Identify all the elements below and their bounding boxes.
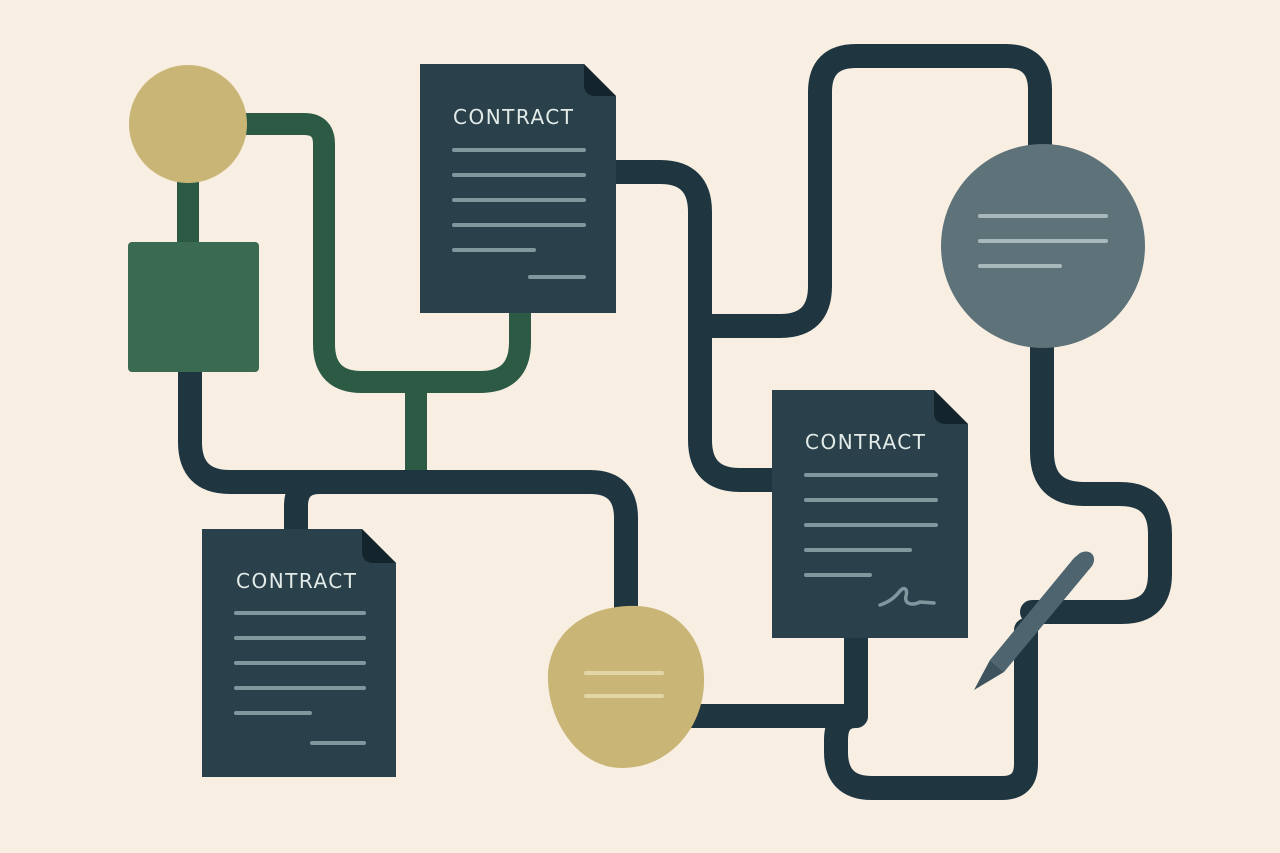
gold-blob-node xyxy=(547,605,705,768)
gold-circle-node xyxy=(129,65,247,183)
document-text-lines xyxy=(452,148,586,279)
pen-nib xyxy=(974,660,1004,690)
document-title: CONTRACT xyxy=(805,430,926,454)
document-title: CONTRACT xyxy=(236,569,357,593)
signature-icon xyxy=(878,586,936,607)
document-fold xyxy=(934,390,968,424)
document-sheet xyxy=(772,390,968,638)
gold-blob xyxy=(547,605,705,768)
slate-circle xyxy=(941,144,1145,348)
contract-document-bottom: CONTRACT xyxy=(202,529,396,777)
connector-block-to-bus xyxy=(178,348,638,632)
document-title: CONTRACT xyxy=(453,105,574,129)
connector-bus-to-bottom-doc xyxy=(284,470,332,552)
slate-circle-lines xyxy=(978,214,1108,268)
slate-circle-node xyxy=(941,144,1145,348)
dark-connectors xyxy=(178,44,1172,800)
pen-icon xyxy=(974,551,1095,690)
document-text-lines xyxy=(234,611,366,745)
connector-top-doc-to-loop xyxy=(598,44,1052,338)
document-text-lines xyxy=(804,473,938,577)
gold-blob-lines xyxy=(584,671,664,698)
contract-document-signed: CONTRACT xyxy=(772,390,968,638)
document-sheet xyxy=(202,529,396,777)
green-square-node xyxy=(128,242,259,372)
document-fold xyxy=(584,64,616,96)
document-fold xyxy=(362,529,396,563)
connector-branch-to-right-doc xyxy=(688,314,796,492)
connector-bottom-loop xyxy=(824,618,1038,800)
contract-document-top: CONTRACT xyxy=(420,64,616,313)
connector-slate-circle-to-right xyxy=(1020,328,1172,624)
document-sheet xyxy=(420,64,616,313)
connector-gold-circle-to-branch xyxy=(177,113,531,393)
pen-body xyxy=(990,551,1095,672)
